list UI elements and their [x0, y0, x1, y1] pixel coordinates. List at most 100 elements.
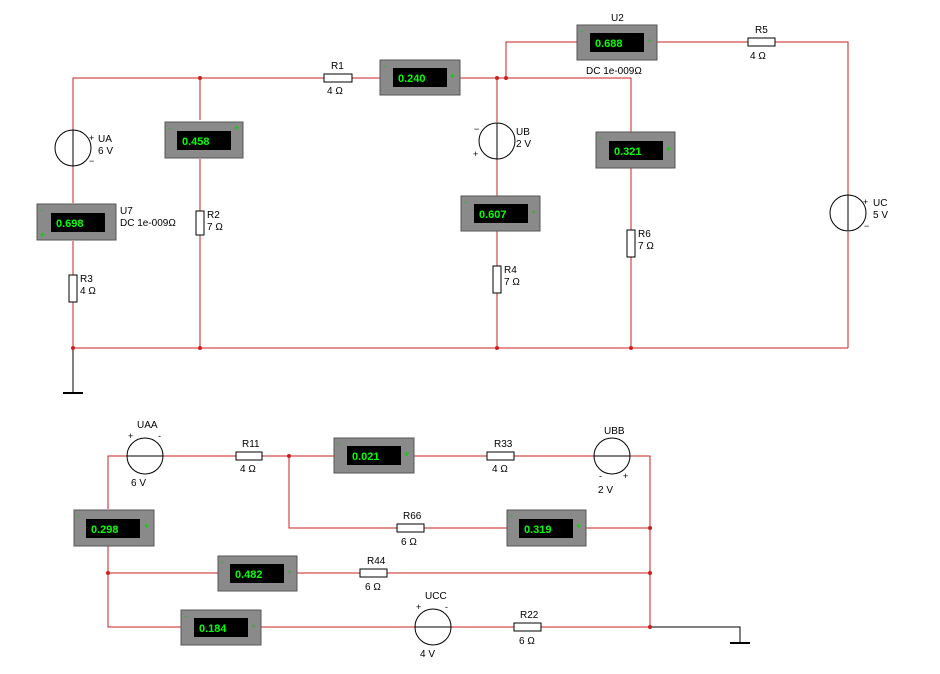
polarity-minus: - — [158, 431, 161, 441]
source-value: 5 V — [873, 210, 888, 221]
meter-terminal-minus: - — [510, 511, 513, 521]
polarity-plus: + — [863, 197, 868, 207]
meter-name: U7 — [120, 206, 133, 217]
meter-terminal-plus: + — [234, 123, 239, 133]
ammeter-r6-branch[interactable]: 0.321 - + — [595, 131, 676, 169]
resistor-r6[interactable]: R6 7 Ω — [626, 229, 654, 258]
wire — [288, 456, 397, 529]
polarity-plus: + — [416, 602, 421, 612]
meter-terminal-minus: - — [40, 205, 43, 215]
meter-terminal-minus: - — [383, 61, 386, 71]
meter-mode: DC 1e-009Ω — [586, 66, 642, 77]
meter-terminal-plus: + — [144, 521, 149, 531]
resistor-name: R3 — [80, 274, 93, 285]
circuit1-wires — [72, 41, 849, 349]
resistor-name: R5 — [755, 25, 768, 36]
source-value: 6 V — [131, 478, 146, 489]
meter-reading: 0.319 — [524, 524, 552, 536]
meter-terminal-plus: + — [404, 449, 409, 459]
resistor-r33[interactable]: R33 4 Ω — [486, 439, 515, 475]
source-name: UCC — [425, 591, 447, 602]
resistor-value: 6 Ω — [365, 582, 381, 593]
ammeter-top-series[interactable]: 0.021 - + — [333, 437, 415, 474]
meter-terminal-minus: - — [77, 511, 80, 521]
resistor-r3[interactable]: R3 4 Ω — [68, 274, 96, 303]
ammeter-u2[interactable]: 0.688 - + U2 DC 1e-009Ω — [576, 13, 658, 77]
resistor-name: R4 — [504, 265, 517, 276]
resistor-r1[interactable]: R1 4 Ω — [323, 61, 353, 97]
meter-reading: 0.240 — [398, 73, 426, 85]
source-name: UBB — [604, 426, 625, 437]
meter-terminal-plus: + — [40, 230, 45, 240]
meter-terminal-plus: + — [450, 71, 455, 81]
polarity-plus: + — [473, 149, 478, 159]
voltage-source-ucc[interactable]: UCC + - 4 V — [414, 591, 452, 660]
meter-terminal-plus: + — [531, 207, 536, 217]
meter-mode: DC 1e-009Ω — [120, 218, 176, 229]
resistor-r11[interactable]: R11 4 Ω — [235, 439, 263, 475]
junction-dot — [198, 76, 202, 80]
meter-terminal-plus: + — [647, 36, 652, 46]
source-value: 2 V — [516, 139, 531, 150]
junction-dot — [106, 571, 110, 575]
polarity-minus: − — [864, 221, 869, 231]
resistor-name: R2 — [207, 210, 220, 221]
meter-terminal-minus: - — [221, 557, 224, 567]
meter-terminal-plus: + — [666, 144, 671, 154]
polarity-minus: - — [599, 471, 602, 481]
meter-reading: 0.321 — [614, 146, 642, 158]
meter-terminal-minus: - — [599, 133, 602, 143]
wire — [630, 455, 651, 627]
meter-terminal-plus: + — [287, 567, 292, 577]
junction-dot — [648, 571, 652, 575]
junction-dot — [648, 526, 652, 530]
voltage-source-ubb[interactable]: UBB - + 2 V — [593, 426, 631, 496]
resistor-value: 6 Ω — [519, 636, 535, 647]
polarity-minus: − — [474, 124, 479, 134]
ammeter-u7[interactable]: 0.698 - + U7 DC 1e-009Ω — [36, 203, 176, 241]
resistor-r5[interactable]: R5 4 Ω — [747, 25, 776, 62]
resistor-r66[interactable]: R66 6 Ω — [396, 511, 425, 548]
voltage-source-uaa[interactable]: UAA + - 6 V — [126, 420, 164, 489]
meter-reading: 0.298 — [91, 524, 119, 536]
meter-reading: 0.482 — [235, 569, 263, 581]
resistor-value: 4 Ω — [750, 51, 766, 62]
voltage-source-ub[interactable]: − + UB 2 V — [473, 122, 531, 160]
meter-terminal-minus: - — [580, 26, 583, 36]
meter-reading: 0.184 — [199, 623, 227, 635]
resistor-r22[interactable]: R22 6 Ω — [513, 610, 542, 647]
resistor-value: 7 Ω — [207, 222, 223, 233]
voltage-source-uc[interactable]: + − UC 5 V — [829, 194, 888, 232]
resistor-value: 6 Ω — [401, 537, 417, 548]
ammeter-ucc-branch[interactable]: 0.184 - + — [180, 609, 262, 646]
ammeter-r66-branch[interactable]: 0.319 - + — [506, 509, 587, 547]
resistor-name: R11 — [242, 439, 260, 450]
ammeter-r44-branch[interactable]: 0.482 - + — [217, 555, 298, 592]
resistor-name: R33 — [494, 439, 513, 450]
ammeter-ub-branch[interactable]: 0.607 - + — [460, 195, 541, 232]
meter-reading: 0.607 — [479, 209, 507, 221]
resistor-value: 4 Ω — [80, 286, 96, 297]
voltage-source-ua[interactable]: + − UA 6 V — [54, 129, 113, 167]
source-value: 4 V — [420, 649, 435, 660]
ammeter-r2-branch[interactable]: 0.458 - + — [164, 121, 244, 159]
polarity-minus: - — [445, 602, 448, 612]
ammeter-left-branch[interactable]: 0.298 - + — [73, 509, 155, 547]
ammeter-r1-series[interactable]: 0.240 - + — [379, 59, 461, 96]
junction-dot — [495, 76, 499, 80]
resistor-name: R6 — [638, 229, 651, 240]
resistor-r44[interactable]: R44 6 Ω — [359, 556, 388, 593]
resistor-name: R44 — [367, 556, 386, 567]
resistor-r2[interactable]: R2 7 Ω — [195, 210, 223, 236]
source-value: 6 V — [98, 146, 113, 157]
source-name: UC — [873, 198, 887, 209]
resistor-value: 4 Ω — [492, 464, 508, 475]
resistor-r4[interactable]: R4 7 Ω — [492, 265, 520, 294]
resistor-value: 7 Ω — [504, 277, 520, 288]
source-name: UAA — [137, 420, 158, 431]
source-name: UA — [98, 134, 112, 145]
meter-terminal-minus: - — [464, 197, 467, 207]
polarity-minus: − — [89, 156, 94, 166]
